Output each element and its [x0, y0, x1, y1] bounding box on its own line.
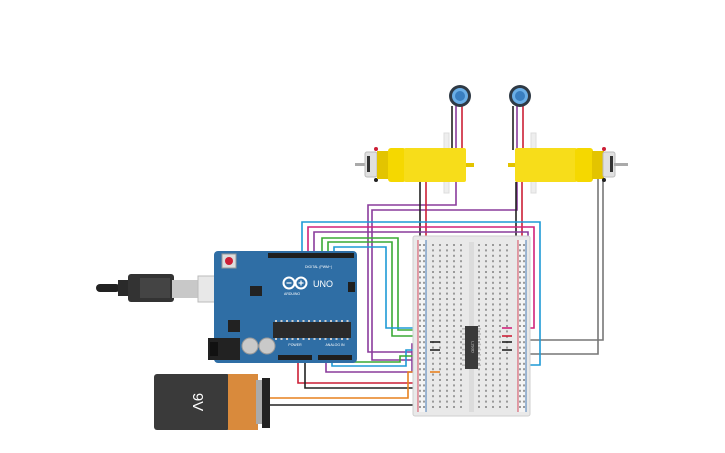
- wire-blue-2: [333, 246, 440, 329]
- digital-label: DIGITAL (PWM~): [305, 265, 332, 269]
- chip-pins: [462, 328, 481, 366]
- wire-red-power: [297, 358, 418, 384]
- breadboard-holes: [419, 244, 525, 408]
- chip-label: L293D: [471, 341, 476, 353]
- arduino-logo: [282, 276, 308, 290]
- arduino-uno-board[interactable]: UNO ARDUINO DIGITAL (PWM~) POWER ANALOG …: [208, 251, 357, 363]
- breadboard-jumpers: [430, 327, 512, 373]
- dc-motor-right[interactable]: [508, 132, 628, 194]
- wire-black-gnd: [304, 358, 418, 389]
- wire-green-2: [327, 241, 440, 337]
- power-header[interactable]: [278, 355, 312, 360]
- motor-driver-chip[interactable]: L293D: [462, 326, 481, 369]
- battery-9v[interactable]: 9V: [154, 374, 270, 430]
- analog-header[interactable]: [318, 355, 352, 360]
- potentiometer-left[interactable]: [449, 85, 471, 107]
- wire-battery-orange: [270, 371, 418, 399]
- dc-motor-left[interactable]: [355, 132, 474, 194]
- potentiometer-right[interactable]: [509, 85, 531, 107]
- battery-label: 9V: [189, 393, 206, 411]
- wire-blue-1: [301, 221, 541, 366]
- atmega-chip: [273, 322, 351, 338]
- analog-label: ANALOG IN: [325, 343, 345, 347]
- board-model-label: UNO: [313, 279, 333, 289]
- wire-gray-1: [512, 178, 604, 341]
- wire-green-1: [321, 237, 440, 331]
- digital-header[interactable]: [268, 253, 354, 258]
- power-label: POWER: [288, 343, 302, 347]
- board-brand-label: ARDUINO: [284, 292, 300, 296]
